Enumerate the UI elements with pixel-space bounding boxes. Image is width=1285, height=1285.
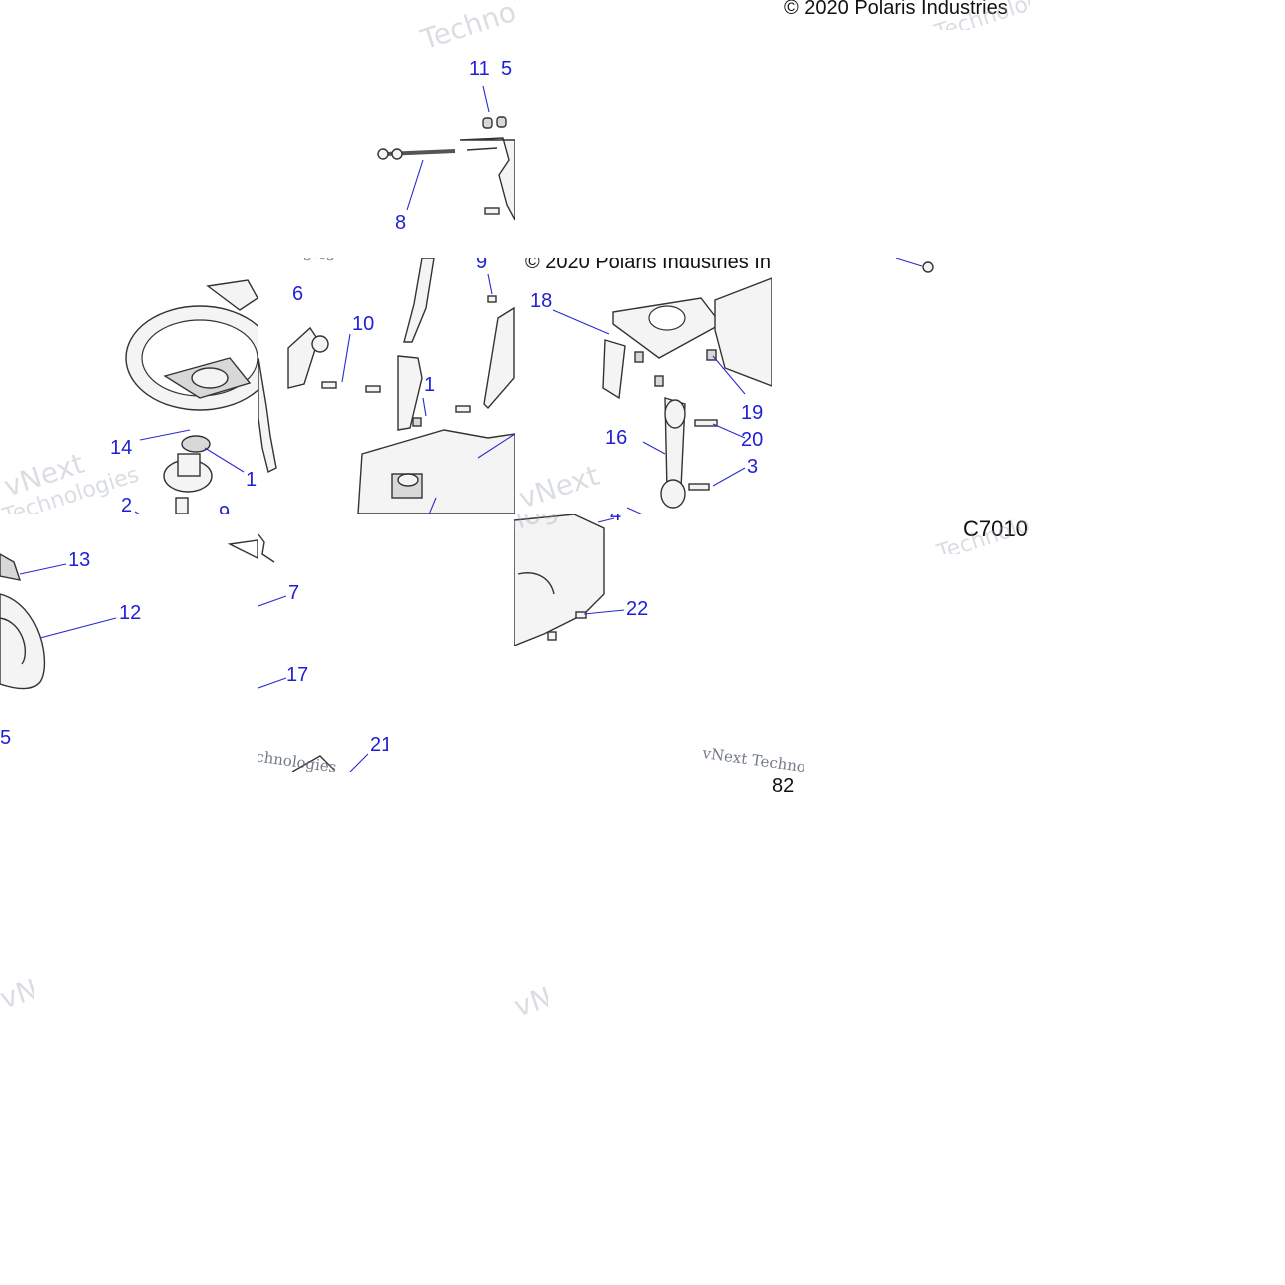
- tile-lower-center: 7 17 21 vNext Technologies: [258, 514, 388, 772]
- tile-steering-column: 6 10 9 1 vNext Technologies: [258, 258, 515, 514]
- callout-8: 8: [395, 212, 407, 234]
- nut-fragment-drawing: [895, 258, 934, 273]
- copyright-text: © 2020 Polaris Industries: [784, 0, 1008, 19]
- callout-4: 4: [610, 514, 622, 525]
- tile-column-cover: 4 22 Technologies: [514, 514, 654, 646]
- tile-tilt-bracket: 18 19 20 16 3 © 2020 Polaris Industries …: [515, 258, 772, 514]
- lower-center-drawing: [258, 533, 369, 772]
- tile-bracket: 11 5 8 Technologies: [257, 0, 515, 258]
- callout-18: 18: [530, 290, 553, 312]
- callout-5: 5: [501, 58, 513, 80]
- tile-wheel-halves: 13 12 5: [0, 514, 258, 772]
- callout-1: 1: [246, 469, 258, 491]
- callout-20: 20: [741, 429, 764, 451]
- callout-10: 10: [352, 313, 375, 335]
- tile-diagram-code: C7010 Technologies: [930, 514, 1030, 554]
- callout-9: 9: [476, 258, 488, 273]
- callout-16: 16: [605, 427, 628, 449]
- callout-9: 9: [219, 503, 231, 514]
- bracket-drawing: [377, 85, 515, 221]
- callout-13: 13: [68, 549, 91, 571]
- watermark-vnext: vNext: [0, 970, 34, 1016]
- wheel-halves-drawing: [0, 539, 258, 690]
- callout-1: 1: [424, 374, 436, 396]
- callout-6: 6: [292, 283, 304, 305]
- copyright-partial: © 2020 Polaris Industries Inc.: [525, 258, 772, 273]
- tilt-bracket-drawing: [552, 277, 772, 514]
- callout-21: 21: [370, 734, 388, 756]
- callout-2: 2: [121, 495, 133, 514]
- tile-page-number: vNext Technologies 82: [700, 730, 804, 798]
- page-number: 82: [772, 775, 795, 797]
- steering-column-drawing: [258, 258, 515, 514]
- callout-12: 12: [119, 602, 142, 624]
- callout-19: 19: [741, 402, 764, 424]
- callout-11: 11: [469, 58, 490, 80]
- tile-wm-left: vNext: [0, 970, 34, 1030]
- steering-wheel-drawing: [125, 279, 258, 514]
- callout-14: 14: [110, 437, 133, 459]
- callout-3: 3: [747, 456, 759, 478]
- tile-wm-center: vNext: [514, 978, 548, 1032]
- tile-steering-wheel: 14 1 2 9 vNext Technologies vNext Techno…: [0, 258, 258, 514]
- column-cover-drawing: [514, 514, 625, 646]
- callout-5: 5: [0, 727, 12, 749]
- watermark-vnext: vNext: [514, 978, 548, 1024]
- callout-7: 7: [288, 582, 300, 604]
- callout-17: 17: [286, 664, 309, 686]
- callout-22: 22: [626, 598, 649, 620]
- diagram-code: C7010: [963, 516, 1028, 541]
- tile-nut-fragment: [772, 258, 944, 276]
- tile-copyright: © 2020 Polaris Industries Technologies: [772, 0, 1030, 30]
